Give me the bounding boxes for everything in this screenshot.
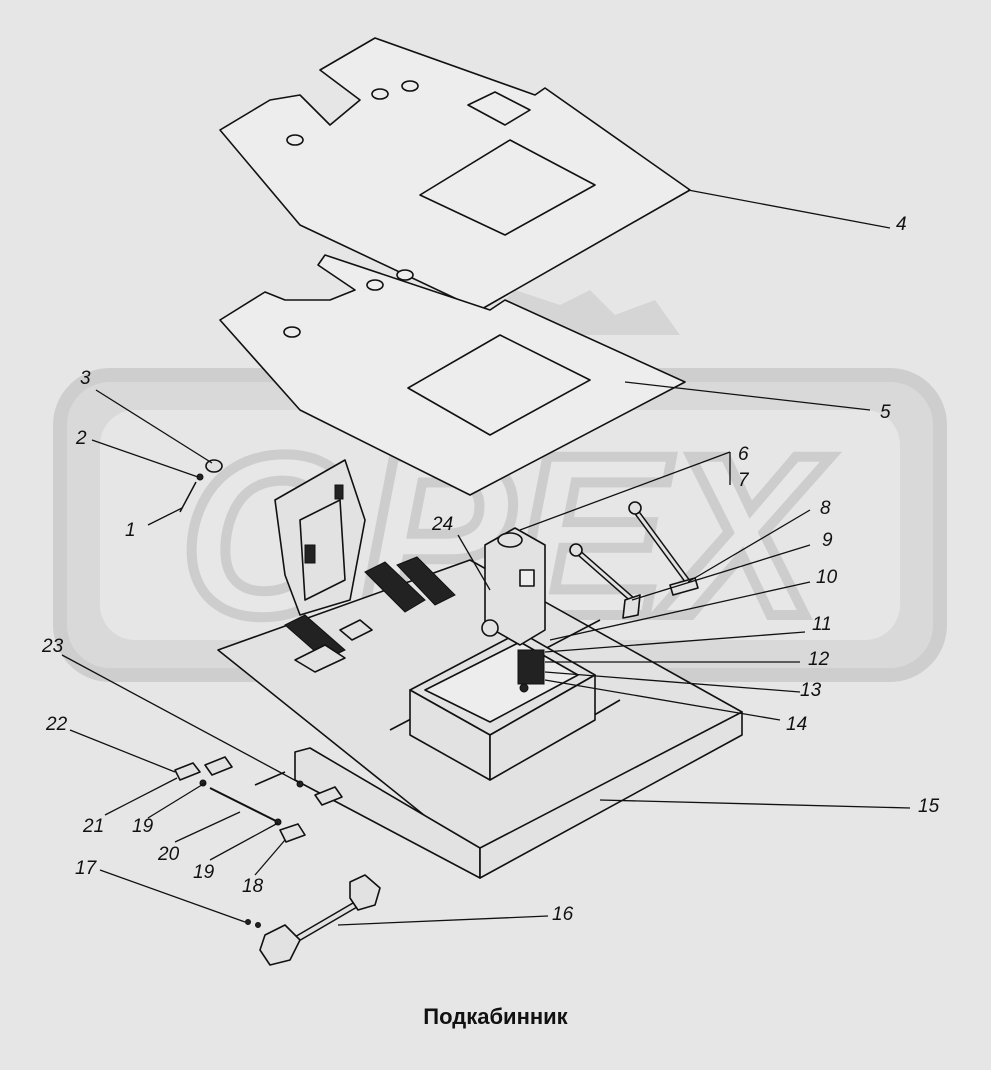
- column-bracket: [481, 527, 546, 646]
- callout-13: 13: [800, 680, 822, 701]
- diagram-caption: Подкабинник: [423, 1004, 568, 1029]
- callout-22: 22: [45, 714, 68, 735]
- callout-15: 15: [918, 796, 940, 817]
- callout-1: 1: [125, 520, 136, 541]
- shaft-assembly: [245, 874, 381, 966]
- callout-21: 21: [82, 816, 104, 837]
- callout-2: 2: [75, 428, 87, 449]
- callout-5: 5: [880, 402, 891, 423]
- callout-3: 3: [80, 368, 91, 389]
- callout-16: 16: [552, 904, 574, 925]
- callout-19-b: 19: [193, 862, 215, 883]
- pedal-bracket: [274, 459, 366, 616]
- rods: [569, 501, 699, 619]
- callout-7: 7: [738, 470, 750, 491]
- floor-mat-lower: [219, 254, 686, 496]
- callout-17: 17: [75, 858, 98, 879]
- bolt-washer: [179, 459, 223, 513]
- callout-18: 18: [242, 876, 264, 897]
- callout-12: 12: [808, 649, 830, 670]
- callout-20: 20: [157, 844, 180, 865]
- callout-23: 23: [41, 636, 64, 657]
- callout-10: 10: [816, 567, 838, 588]
- leader-lines: [61, 189, 911, 926]
- floor-mat-upper: [219, 37, 691, 311]
- terminal-block: [517, 649, 545, 693]
- callout-6: 6: [738, 444, 749, 465]
- callout-14: 14: [786, 714, 807, 735]
- callout-9: 9: [822, 530, 833, 551]
- callout-24: 24: [431, 514, 453, 535]
- pedals: [284, 556, 456, 673]
- callout-4: 4: [896, 214, 907, 235]
- callout-19-a: 19: [132, 816, 154, 837]
- small-fasteners: [174, 756, 343, 843]
- callout-8: 8: [820, 498, 831, 519]
- callout-11: 11: [812, 614, 832, 635]
